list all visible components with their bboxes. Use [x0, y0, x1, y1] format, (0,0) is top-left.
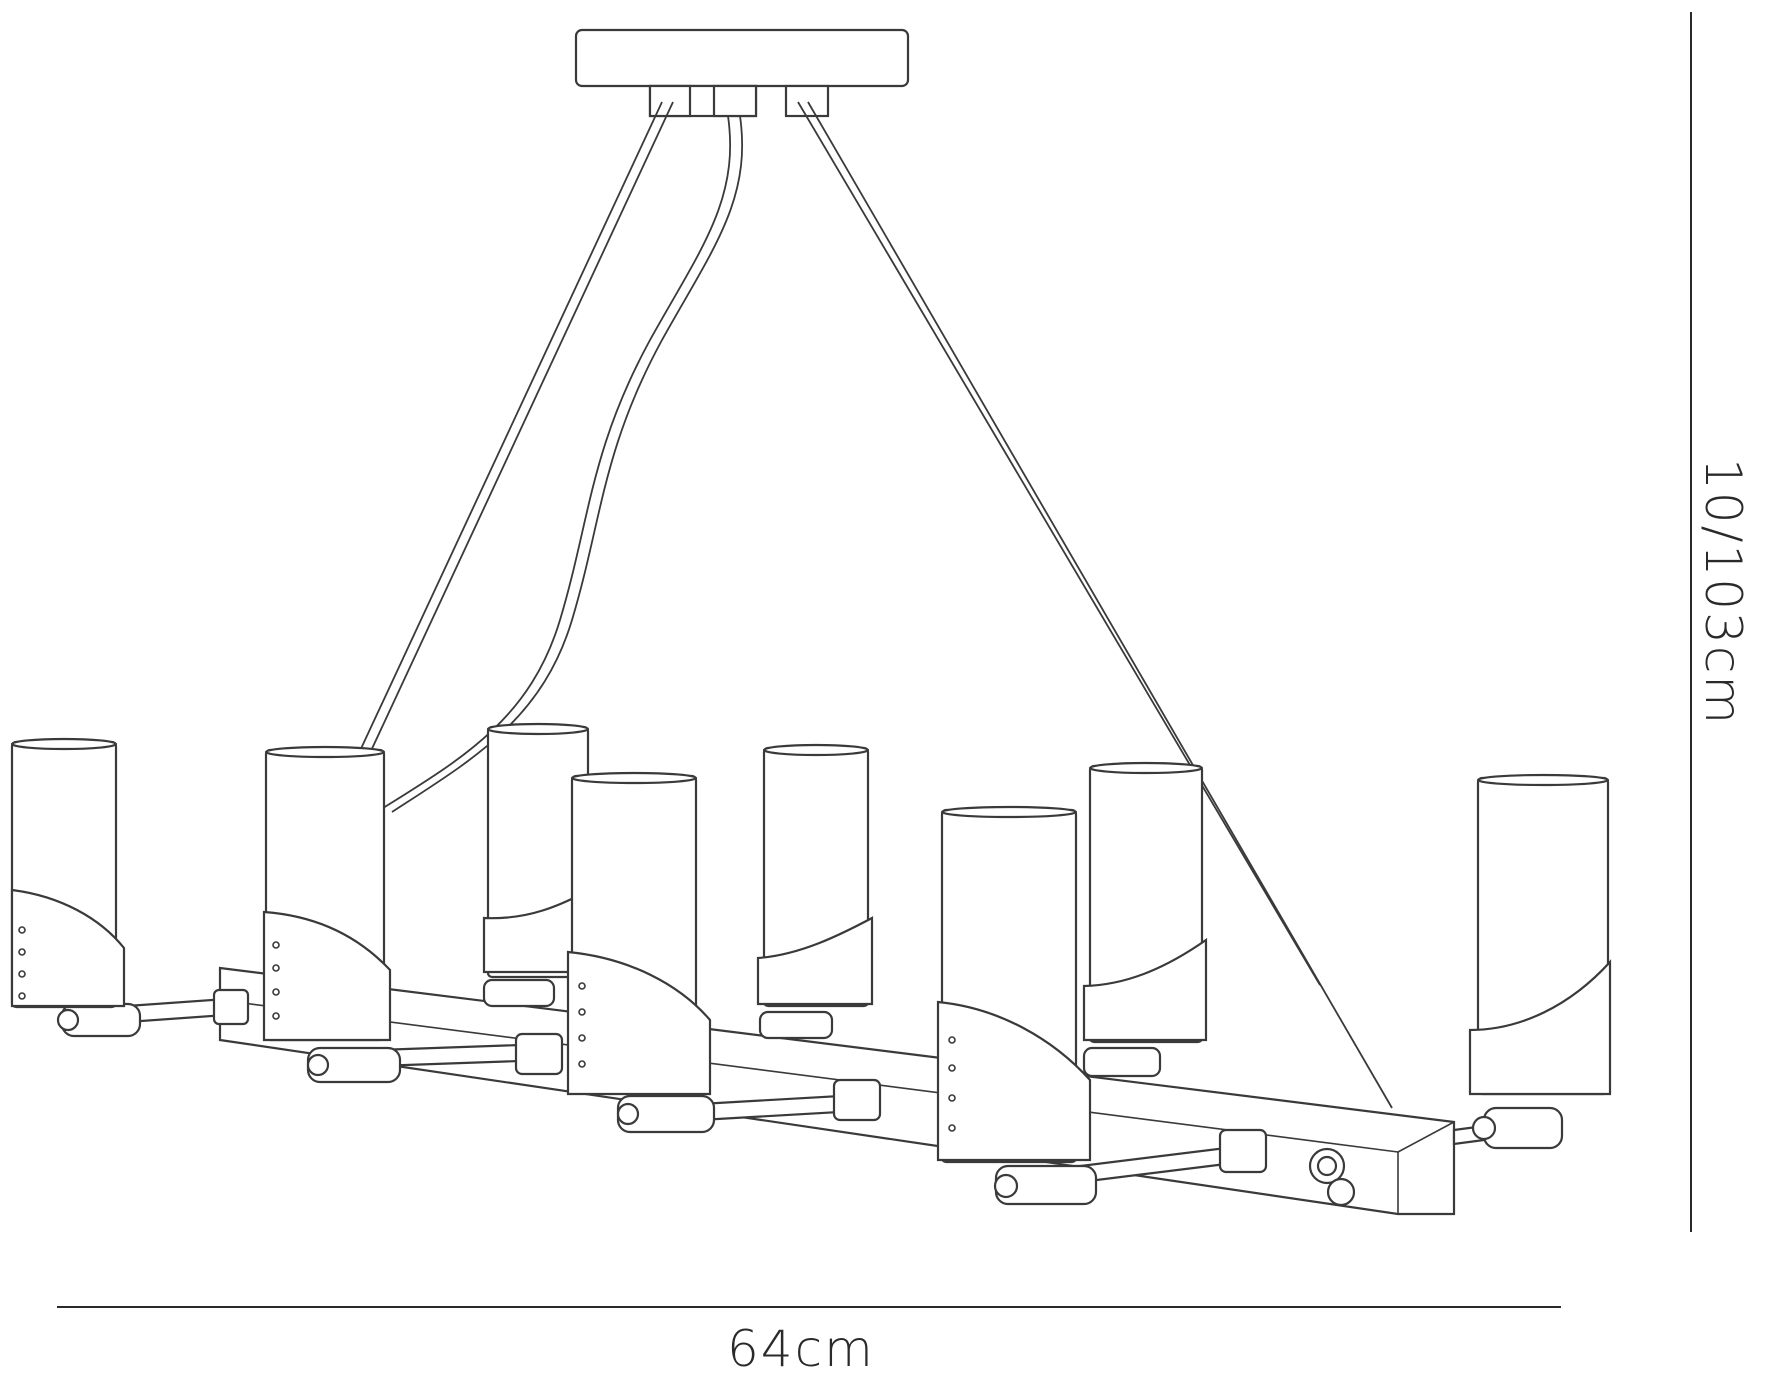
ceiling-canopy: [574, 28, 910, 118]
lamp-shade-7: [1082, 761, 1208, 1044]
lamp-shade-6: [936, 805, 1092, 1164]
lamp-swivels: [56, 978, 1564, 1206]
height-dimension-label: 10/103cm: [1694, 457, 1752, 727]
width-dimension-label: 64cm: [727, 1320, 875, 1378]
lamp-shades: [10, 722, 1612, 1164]
lamp-shade-2: [262, 745, 392, 1042]
lamp-shade-5: [756, 743, 874, 1008]
lamp-shade-1: [10, 737, 126, 1009]
lamp-shade-4: [566, 771, 712, 1096]
lamp-shade-8: [1468, 773, 1612, 1096]
